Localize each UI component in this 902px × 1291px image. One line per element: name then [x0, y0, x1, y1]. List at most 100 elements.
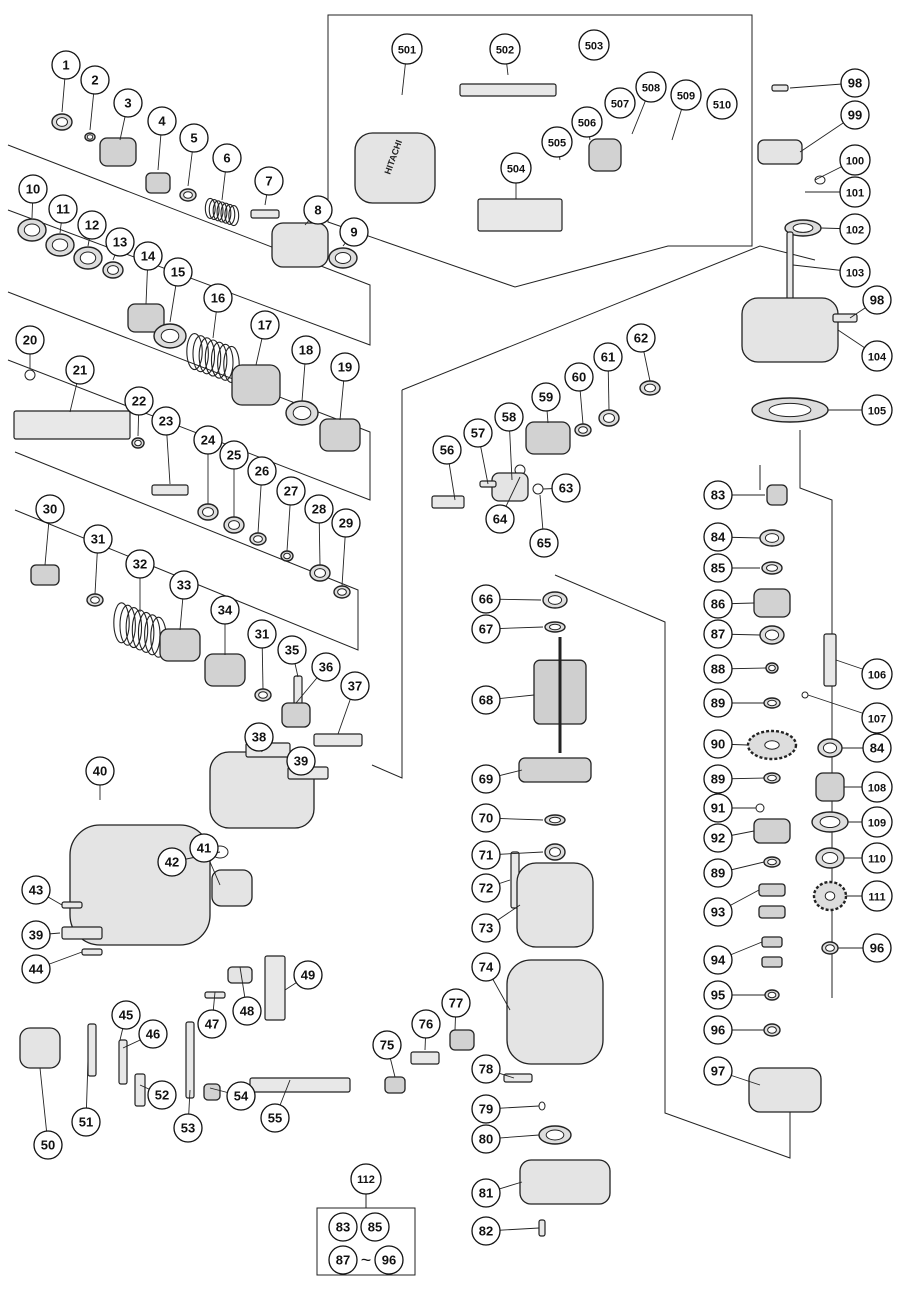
callout-100-103: 100: [839, 144, 871, 176]
part-shape-27: [309, 564, 331, 582]
part-shape-5-coil-3: [216, 201, 228, 223]
part-shape-66: [764, 989, 780, 1001]
callout-number: 89: [711, 866, 725, 881]
part-shape-57-hub: [764, 740, 780, 750]
frame-3: [327, 14, 753, 288]
callout-number: 1: [62, 58, 69, 73]
callout-80-81: 80: [471, 1124, 501, 1154]
callout-number: 17: [258, 318, 272, 333]
part-shape-28-inner: [337, 588, 347, 596]
callout-number: 64: [493, 512, 508, 527]
callout-35-35: 35: [277, 635, 307, 665]
callout-number: 40: [93, 764, 107, 779]
callout-number: 26: [255, 464, 269, 479]
callout-501-118: 501: [391, 33, 423, 65]
callout-number: 10: [26, 182, 40, 197]
callout-circle: [197, 1009, 227, 1039]
callout-circle: [703, 897, 733, 927]
part-shape-118-inner: [644, 383, 656, 393]
callout-30-29: 30: [35, 494, 65, 524]
part-shape-69: [823, 633, 837, 687]
kit-item-85: 85: [360, 1212, 390, 1242]
callout-circle: [254, 166, 284, 196]
part-shape-51-inner: [764, 533, 780, 543]
callouts: 1234567891011121314151617181920212223242…: [15, 29, 893, 1246]
part-shape-39: [459, 83, 557, 97]
callout-17-16: 17: [250, 310, 280, 340]
part-shape-77: [542, 591, 568, 609]
part-shape-79: [533, 637, 587, 753]
part-shape-31-coil-4: [137, 611, 155, 653]
part-shape-9: [17, 218, 47, 242]
frame-4: [401, 245, 816, 391]
part-shape-24: [223, 516, 245, 534]
part-shape-110: [134, 1073, 146, 1107]
callout-number: 88: [711, 662, 725, 677]
callout-4-3: 4: [147, 106, 177, 136]
part-shape-105: [264, 955, 286, 1021]
callout-number: 30: [43, 502, 57, 517]
part-drawings: HITACHI: [13, 83, 858, 1237]
callout-circle: [340, 671, 370, 701]
callout-number: 37: [348, 679, 362, 694]
frame-1: [7, 291, 371, 501]
callout-37-37: 37: [340, 671, 370, 701]
callout-circle: [85, 756, 115, 786]
callout-circle: [463, 418, 493, 448]
part-shape-8: [328, 247, 358, 269]
callout-number: 75: [380, 1038, 394, 1053]
callout-96-117: 96: [862, 933, 892, 963]
part-shape-109: [118, 1039, 128, 1085]
callout-93-96: 93: [703, 897, 733, 927]
callout-number: 84: [711, 530, 726, 545]
kit-item-83: 83: [328, 1212, 358, 1242]
part-shape-117-inner: [603, 413, 615, 423]
callout-circle: [635, 71, 667, 103]
callout-circle: [226, 1081, 256, 1111]
callout-91-93: 91: [703, 793, 733, 823]
callout-number: 59: [539, 390, 553, 405]
callout-number: 15: [171, 265, 185, 280]
callout-20-19: 20: [15, 325, 45, 355]
callout-19-18: 19: [330, 352, 360, 382]
callout-31-34: 31: [247, 619, 277, 649]
callout-2-1: 2: [80, 65, 110, 95]
callout-number: 61: [601, 350, 615, 365]
callout-31-30: 31: [83, 524, 113, 554]
part-shape-24-inner: [228, 520, 240, 530]
callout-81-82: 81: [471, 1178, 501, 1208]
callout-42-42: 42: [157, 847, 187, 877]
callout-number: 98: [848, 76, 862, 91]
callout-77-78: 77: [441, 988, 471, 1018]
callout-circle: [372, 1030, 402, 1060]
callout-84-85: 84: [703, 522, 733, 552]
part-shape-5-coil-0: [204, 197, 216, 219]
callout-circle: [157, 847, 187, 877]
part-shape-81: [544, 814, 566, 826]
callout-circle: [21, 875, 51, 905]
part-shape-68: [748, 1067, 822, 1113]
callout-103-106: 103: [839, 256, 871, 288]
part-shape-90: [538, 1101, 546, 1111]
callout-circle: [411, 1009, 441, 1039]
callout-circle: [303, 195, 333, 225]
callout-circle: [471, 764, 501, 794]
callout-78-79: 78: [471, 1054, 501, 1084]
callout-43-43: 43: [21, 875, 51, 905]
callout-85-86: 85: [703, 553, 733, 583]
callout-number: 7: [265, 174, 272, 189]
part-shape-53: [753, 588, 791, 618]
callout-circle: [839, 176, 871, 208]
callout-circle: [133, 241, 163, 271]
callout-circle: [703, 1056, 733, 1086]
part-shape-78: [544, 621, 566, 633]
part-shape-80: [518, 757, 592, 783]
part-shape-35: [293, 675, 303, 705]
part-shape-71-inner: [822, 742, 838, 754]
callout-number: 85: [711, 561, 725, 576]
callout-112: 112: [350, 1163, 382, 1195]
callout-505-122: 505: [541, 126, 573, 158]
part-shape-36: [281, 702, 311, 728]
callout-number: 56: [440, 443, 454, 458]
part-shape-15: [186, 332, 240, 384]
